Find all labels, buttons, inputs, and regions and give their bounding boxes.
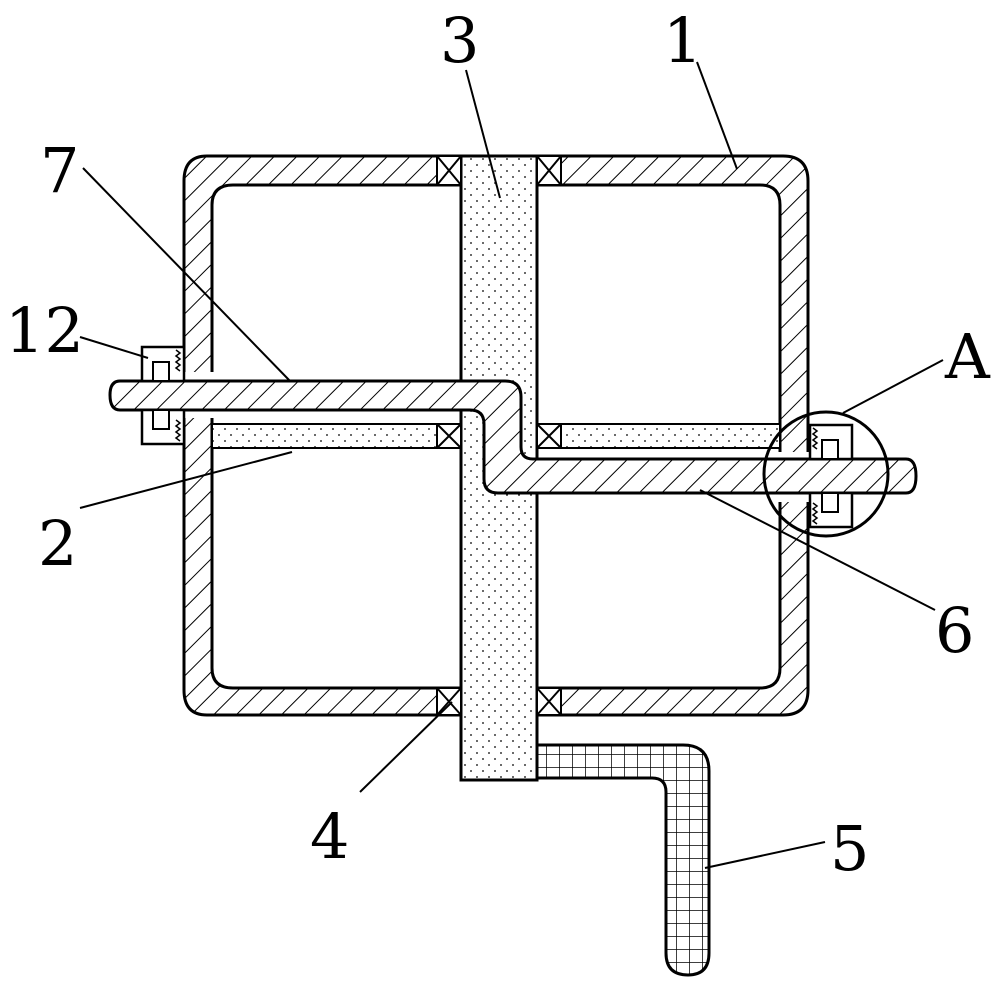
horizontal-guide — [211, 423, 781, 449]
label-1: 1 — [663, 4, 702, 77]
right-fixing-nuts — [808, 423, 854, 529]
leader-lines — [79, 61, 944, 869]
handle — [535, 743, 711, 977]
label-7: 7 — [40, 134, 79, 207]
label-2: 2 — [38, 507, 77, 580]
detail-circle-a — [762, 410, 890, 538]
label-6: 6 — [935, 594, 974, 667]
label-5: 5 — [830, 812, 869, 885]
label-12: 12 — [5, 294, 84, 367]
label-3: 3 — [440, 4, 479, 77]
housing-wall — [182, 154, 810, 717]
label-a: A — [944, 320, 991, 393]
label-4: 4 — [310, 800, 349, 873]
bottom-bearings — [436, 687, 562, 716]
crank-shaft — [108, 379, 918, 495]
top-bearings — [436, 155, 562, 186]
left-fixing-nuts — [140, 345, 186, 446]
